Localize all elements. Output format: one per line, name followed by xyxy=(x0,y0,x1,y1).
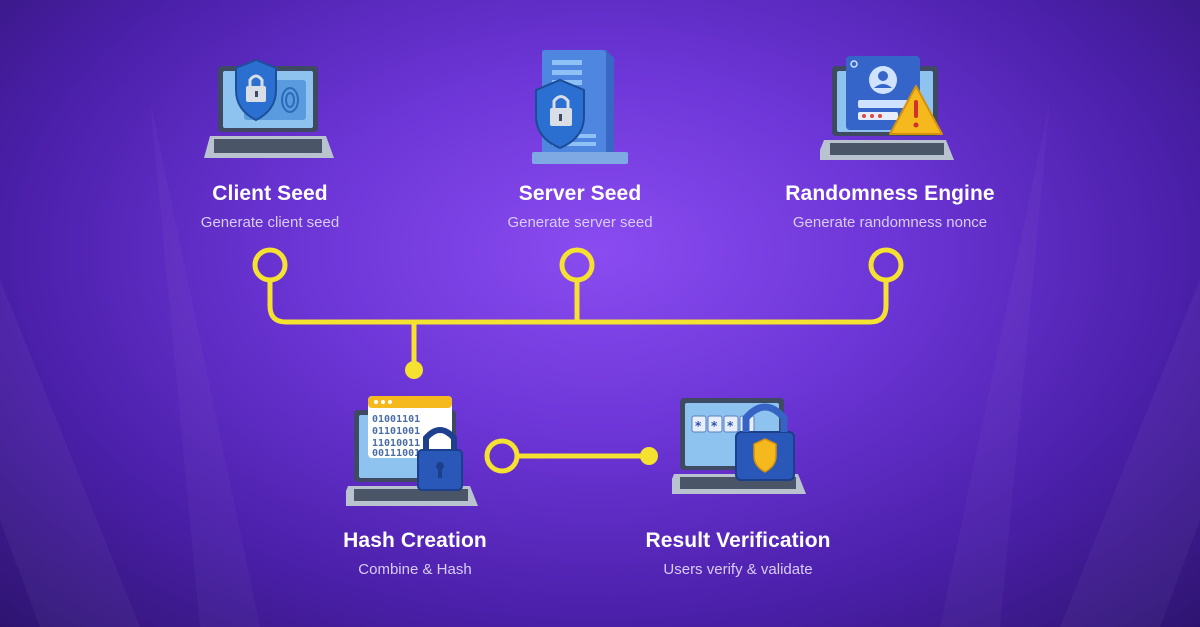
svg-text:11010011: 11010011 xyxy=(372,438,420,449)
client-seed-ring xyxy=(252,247,288,283)
hash-creation-dot xyxy=(405,361,423,379)
result-verification-title: Result Verification xyxy=(645,529,831,552)
laptop-binary-lock-icon: 01001101 01101001 11010011 00111001 xyxy=(346,396,478,506)
svg-text:00111001: 00111001 xyxy=(372,448,420,459)
svg-text:01001101: 01001101 xyxy=(372,414,420,425)
hash-creation-title: Hash Creation xyxy=(343,529,487,552)
laptop-shield-lock-icon xyxy=(204,58,334,158)
randomness-engine-title: Randomness Engine xyxy=(785,182,995,205)
svg-text:01101001: 01101001 xyxy=(372,426,420,437)
result-verification-dot xyxy=(640,447,658,465)
hash-creation-node: Hash Creation Combine & Hash xyxy=(265,529,565,578)
laptop-user-warning-icon xyxy=(820,56,954,160)
hash-creation-subtitle: Combine & Hash xyxy=(358,561,472,578)
laptop-password-lock-icon: **** xyxy=(672,398,806,494)
randomness-engine-subtitle: Generate randomness nonce xyxy=(792,214,988,231)
client-seed-subtitle: Generate client seed xyxy=(200,214,340,231)
svg-text:*: * xyxy=(711,419,718,433)
server-seed-node: Server Seed Generate server seed xyxy=(430,182,730,231)
server-seed-ring xyxy=(559,247,595,283)
server-seed-subtitle: Generate server seed xyxy=(507,214,653,231)
server-shield-lock-icon xyxy=(532,50,628,164)
svg-text:*: * xyxy=(727,419,734,433)
client-seed-title: Client Seed xyxy=(212,182,328,205)
server-seed-title: Server Seed xyxy=(518,182,642,205)
randomness-engine-node: Randomness Engine Generate randomness no… xyxy=(740,182,1040,231)
client-seed-node: Client Seed Generate client seed xyxy=(120,182,420,231)
randomness-engine-ring xyxy=(868,247,904,283)
hash-creation-ring xyxy=(484,438,520,474)
svg-text:*: * xyxy=(695,419,702,433)
result-verification-subtitle: Users verify & validate xyxy=(663,561,813,578)
result-verification-node: Result Verification Users verify & valid… xyxy=(588,529,888,578)
